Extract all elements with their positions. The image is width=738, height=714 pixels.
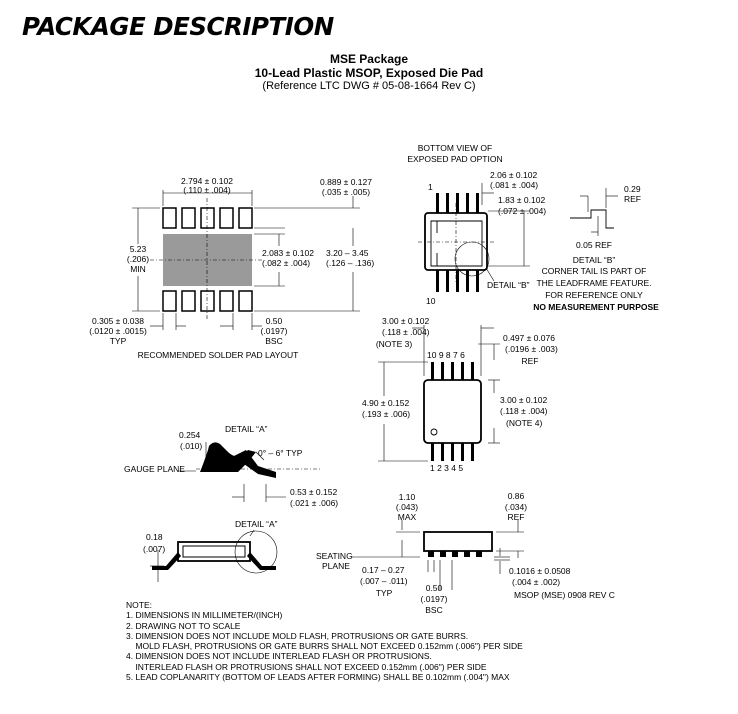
top-length-dim: 4.90 ± 0.152 — [362, 398, 409, 408]
side-view-left: 0.18 (.007) DETAIL “A” — [143, 519, 278, 582]
lead-pitch-dim: 0.50 — [426, 583, 443, 593]
seating-plane-label-2: PLANE — [322, 561, 350, 571]
notes-heading: NOTE: — [126, 600, 152, 610]
package-reference: (Reference LTC DWG # 05-08-1664 Rev C) — [262, 80, 476, 92]
drawing-id: MSOP (MSE) 0908 REV C — [514, 590, 615, 600]
note-5: 5. LEAD COPLANARITY (BOTTOM OF LEADS AFT… — [126, 672, 510, 683]
top-length-dim-inch: (.193 ± .006) — [362, 409, 410, 419]
foot-length-dim: 0.53 ± 0.152 — [290, 487, 337, 497]
note-3-cont: MOLD FLASH, PROTRUSIONS OR GATE BURRS SH… — [126, 641, 523, 652]
bottom-view-caption: BOTTOM VIEW OF — [418, 143, 492, 153]
pad-dim-a: 2.06 ± 0.102 — [490, 170, 537, 180]
standoff-dim: 0.1016 ± 0.0508 — [509, 566, 571, 576]
note-3: 3. DIMENSION DOES NOT INCLUDE MOLD FLASH… — [126, 630, 469, 641]
top-view: 3.00 ± 0.102 (.118 ± .004) (NOTE 3) 10 9… — [362, 316, 558, 473]
ref-height-dim-inch: (.034) — [505, 502, 527, 512]
pitch-dim-inch: (.0197) — [261, 326, 288, 336]
note-1: 1. DIMENSIONS IN MILLIMETER/(INCH) — [126, 610, 283, 621]
lead-width-typ: TYP — [110, 336, 127, 346]
package-title: MSE Package — [329, 52, 409, 66]
pins-bottom-labels: 1 2 3 4 5 — [430, 463, 463, 473]
side-view-right: 1.10 (.043) MAX 0.86 (.034) REF SEATING … — [316, 491, 615, 615]
detail-a: DETAIL “A” 0.254 (.010) 0° – 6° TYP GAUG… — [124, 424, 338, 508]
seating-plane-label: SEATING — [316, 551, 353, 561]
detail-b-note-2: THE LEADFRAME FEATURE. — [536, 278, 651, 288]
height-max-dim-inch: (.043) — [396, 502, 418, 512]
body-width-dim: 3.00 ± 0.102 — [500, 395, 547, 405]
top-ref-dim-inch: (.0196 ± .003) — [505, 344, 558, 354]
pad-height-dim-inch: (.206) — [127, 254, 149, 264]
gauge-plane-label: GAUGE PLANE — [124, 464, 185, 474]
pad-dim-b: 1.83 ± 0.102 — [498, 195, 545, 205]
detail-a-title: DETAIL “A” — [225, 424, 268, 434]
pitch-dim: 0.50 — [266, 316, 283, 326]
top-ref-dim: 0.497 ± 0.076 — [503, 333, 555, 343]
notes-block: NOTE: 1. DIMENSIONS IN MILLIMETER/(INCH)… — [126, 600, 523, 682]
lead-angle: 0° – 6° TYP — [258, 448, 303, 458]
pad-dim-b-inch: (.072 ± .004) — [498, 206, 546, 216]
lead-width-dim: 0.305 ± 0.038 — [92, 316, 144, 326]
ref-height-label: REF — [508, 512, 525, 522]
lead-thickness-dim: 0.18 — [146, 532, 163, 542]
lead-width-range-dim-inch: (.007 – .011) — [360, 576, 408, 586]
foot-length-dim-inch: (.021 ± .006) — [290, 498, 338, 508]
detail-b-callout: DETAIL “B” — [487, 280, 530, 290]
note-4: 4. DIMENSION DOES NOT INCLUDE INTERLEAD … — [126, 651, 432, 662]
detail-a-callout: DETAIL “A” — [235, 519, 278, 529]
solder-pad-caption: RECOMMENDED SOLDER PAD LAYOUT — [138, 350, 299, 360]
lead-pitch-bsc: BSC — [425, 605, 442, 615]
detail-b-ref-label: REF — [624, 194, 641, 204]
top-width-note: (NOTE 3) — [376, 339, 413, 349]
detail-b-title: DETAIL “B” — [573, 255, 616, 265]
page-heading: PACKAGE DESCRIPTION — [22, 12, 334, 41]
ref-height-dim: 0.86 — [508, 491, 525, 501]
detail-b-note-4: NO MEASUREMENT PURPOSE — [533, 302, 659, 312]
lead-thickness-dim-inch: (.007) — [143, 544, 165, 554]
pad-dim-a-inch: (.081 ± .004) — [490, 180, 538, 190]
range-dim: 3.20 – 3.45 — [326, 248, 369, 258]
height-max-label: MAX — [398, 512, 417, 522]
note-2: 2. DRAWING NOT TO SCALE — [126, 620, 241, 631]
bottom-view: BOTTOM VIEW OF EXPOSED PAD OPTION 1 10 2… — [407, 143, 546, 306]
body-width-dim-inch: (.118 ± .004) — [500, 406, 548, 416]
lead-width-range-dim: 0.17 – 0.27 — [362, 565, 405, 575]
detail-b-note-3: FOR REFERENCE ONLY — [545, 290, 643, 300]
note-4-cont: INTERLEAD FLASH OR PROTRUSIONS SHALL NOT… — [126, 661, 487, 672]
pad-height-min: MIN — [130, 264, 146, 274]
pad-width-dim: 2.794 ± 0.102 — [181, 176, 233, 186]
detail-b-ref-dim-2: 0.05 REF — [576, 240, 612, 250]
top-width-dim-inch: (.118 ± .004) — [382, 327, 430, 337]
body-width-note: (NOTE 4) — [506, 418, 543, 428]
pad-length-dim-inch: (.035 ± .005) — [322, 187, 370, 197]
height-max-dim: 1.10 — [399, 492, 416, 502]
pin-10-label: 10 — [426, 296, 436, 306]
top-width-dim: 3.00 ± 0.102 — [382, 316, 429, 326]
range-dim-inch: (.126 – .136) — [326, 258, 374, 268]
pad-height-dim: 5.23 — [130, 244, 147, 254]
top-ref-label: REF — [522, 356, 539, 366]
center-pad-dim-inch: (.082 ± .004) — [262, 258, 310, 268]
pins-top-labels: 10 9 8 7 6 — [427, 350, 465, 360]
package-subtitle: 10-Lead Plastic MSOP, Exposed Die Pad — [254, 66, 484, 80]
pitch-bsc: BSC — [265, 336, 282, 346]
center-pad-dim: 2.083 ± 0.102 — [262, 248, 314, 258]
detail-b-ref-dim: 0.29 — [624, 184, 641, 194]
lead-width-typ: TYP — [376, 588, 393, 598]
lead-pitch-dim-inch: (.0197) — [421, 594, 448, 604]
pin-1-label: 1 — [428, 182, 433, 192]
detail-b-note-1: CORNER TAIL IS PART OF — [542, 266, 647, 276]
pad-length-dim: 0.889 ± 0.127 — [320, 177, 372, 187]
pad-width-dim-inch: (.110 ± .004) — [183, 185, 231, 195]
solder-pad-layout: 2.794 ± 0.102 (.110 ± .004) 5.23 (.206) … — [89, 176, 374, 360]
standoff-dim-inch: (.004 ± .002) — [512, 577, 560, 587]
detail-b: 0.29 REF 0.05 REF DETAIL “B” CORNER TAIL… — [533, 184, 659, 312]
bottom-view-caption-2: EXPOSED PAD OPTION — [407, 154, 502, 164]
detail-a-height-dim: 0.254 — [179, 430, 201, 440]
detail-a-height-dim-inch: (.010) — [180, 441, 202, 451]
lead-width-dim-inch: (.0120 ± .0015) — [89, 326, 147, 336]
